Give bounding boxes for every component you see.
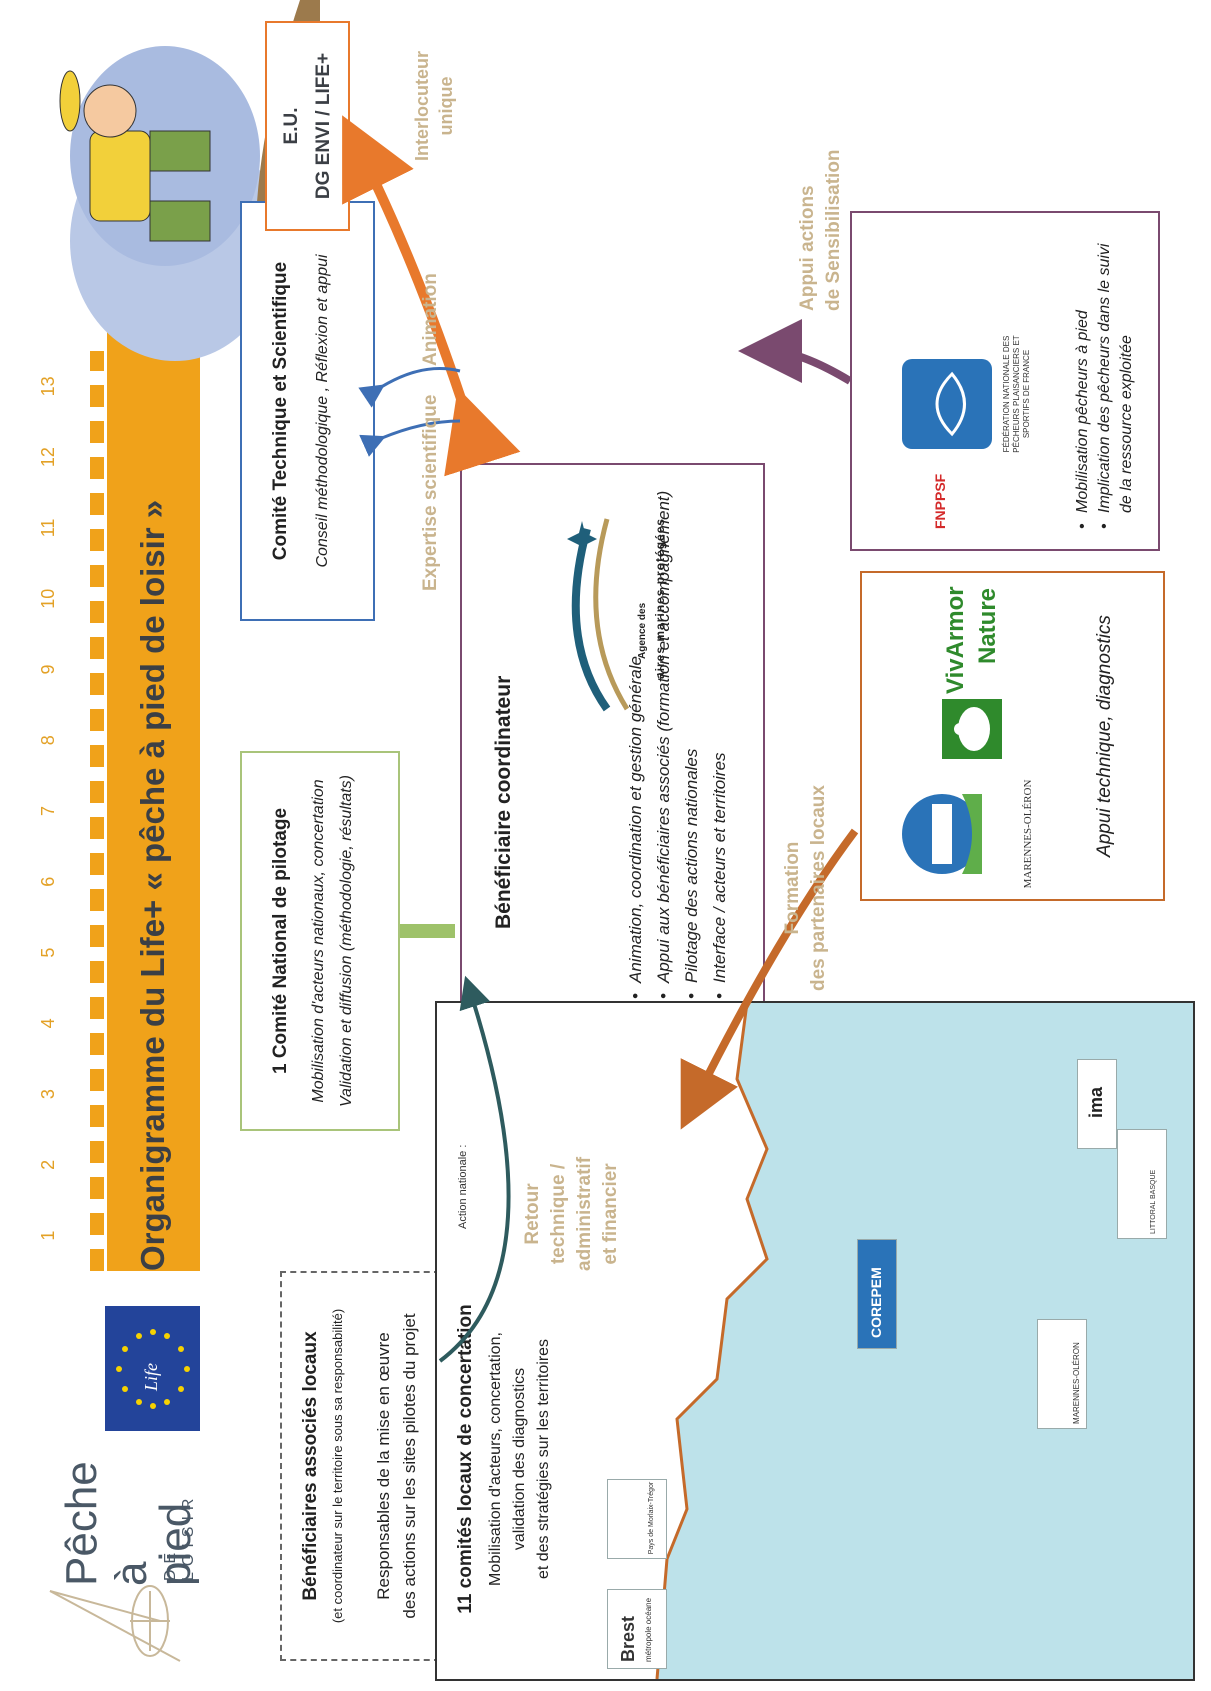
beneficiaire-box: Bénéficiaire coordinateur Agence des air…	[460, 463, 765, 1161]
label-interlocuteur: Interlocuteur unique	[410, 51, 458, 161]
arrow-animation	[358, 367, 461, 408]
cpie-logo: MARENNES-OLÉRON	[882, 780, 1052, 888]
fishing-net-icon	[49, 1585, 181, 1662]
label-retour-line3: administratif	[574, 1156, 595, 1271]
label-retour-line2: technique /	[548, 1163, 569, 1265]
comites-locaux-box: 11 comités locaux de concertation Mobili…	[435, 1001, 1195, 1681]
label-expertise: Expertise scientifique	[420, 394, 441, 591]
agence-logo: Agence des aires marines protégées	[547, 509, 687, 719]
label-retour: Retour technique / administratif et fina…	[520, 1157, 624, 1271]
fnppsf-fish-icon	[902, 359, 992, 449]
vivarmor-turtle-icon	[942, 699, 1002, 759]
arrow-appui-sensibilisation	[738, 319, 853, 385]
arrow-retour	[438, 975, 511, 1363]
eu-life-logo: Life	[105, 1306, 200, 1431]
fnppsf-logo: FNPPSF FÉDÉRATION NATIONALE DES PÊCHEURS…	[882, 229, 1052, 529]
eu-stars-icon	[116, 1329, 190, 1409]
cpie-logo-mark	[902, 794, 982, 874]
label-appui: Appui actions de Sensibilisation	[795, 149, 847, 311]
vivarmor-box: MARENNES-OLÉRON VivArmor Nature Appui te…	[860, 571, 1165, 901]
label-appui-line2: de Sensibilisation	[823, 149, 844, 311]
arrow-interlocuteur	[342, 115, 521, 477]
coast-map	[655, 1003, 1193, 1679]
vivarmor-logo: VivArmor Nature	[882, 579, 1062, 759]
label-formation-line1: Formation	[782, 841, 803, 935]
label-retour-line4: et financier	[600, 1163, 621, 1265]
fnppsf-box: FNPPSF FÉDÉRATION NATIONALE DES PÊCHEURS…	[850, 211, 1160, 551]
label-formation: Formation des partenaires locaux	[780, 785, 832, 991]
agence-logo-mark	[567, 518, 630, 712]
arrow-formation	[680, 828, 859, 1130]
label-appui-line1: Appui actions	[797, 185, 818, 311]
label-interlocuteur-line2: unique	[436, 76, 456, 136]
label-interlocuteur-line1: Interlocuteur	[412, 50, 432, 161]
label-retour-line1: Retour	[522, 1183, 543, 1245]
label-animation: Animation	[420, 273, 441, 366]
label-formation-line2: des partenaires locaux	[808, 785, 829, 991]
peche-a-pied-logo: Pêche à pied DE LOISIR	[10, 1461, 210, 1681]
arrow-expertise	[359, 419, 461, 457]
